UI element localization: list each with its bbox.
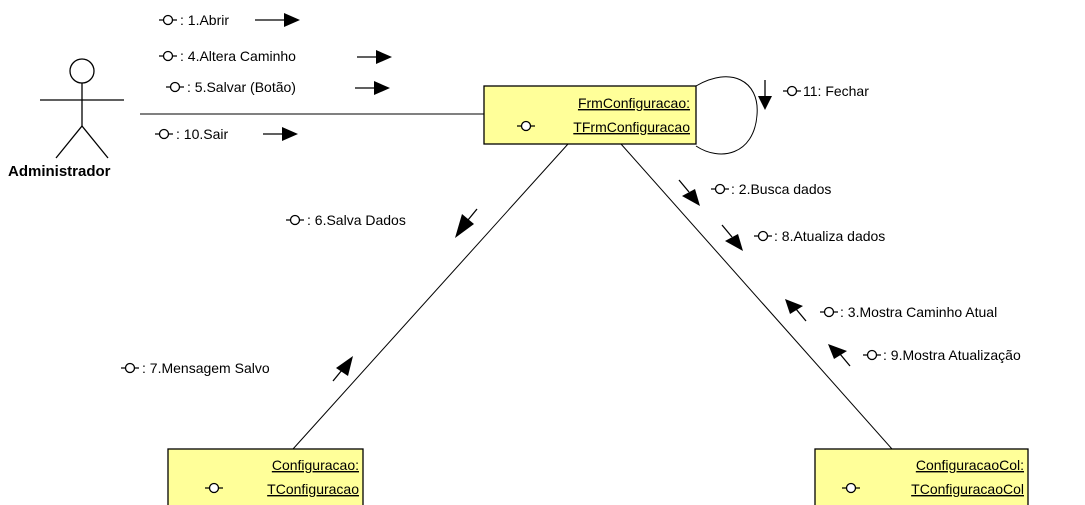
message-5-salvar: : 5.Salvar (Botão)	[165, 79, 390, 95]
message-8-atualiza-dados: : 8.Atualiza dados	[721, 224, 885, 251]
message-3-mostra-caminho-atual: : 3.Mostra Caminho Atual	[785, 299, 997, 322]
arrow-icon	[455, 208, 478, 238]
message-10-sair: : 10.Sair	[154, 126, 298, 142]
svg-text:: 4.Altera Caminho: : 4.Altera Caminho	[180, 48, 296, 64]
object-class: TFrmConfiguracao	[573, 119, 690, 135]
message-icon	[158, 50, 178, 62]
actor-name: Administrador	[8, 163, 111, 180]
message-icon	[165, 81, 185, 93]
message-4-altera-caminho: : 4.Altera Caminho	[158, 48, 392, 64]
svg-text:11: Fechar: 11: Fechar	[803, 83, 869, 99]
arrow-icon	[758, 80, 772, 110]
svg-text:: 6.Salva Dados: : 6.Salva Dados	[307, 212, 406, 228]
arrow-icon	[263, 127, 298, 141]
svg-text:: 8.Atualiza dados: : 8.Atualiza dados	[774, 228, 885, 244]
message-icon	[285, 214, 305, 226]
svg-text:: 2.Busca dados: : 2.Busca dados	[731, 181, 831, 197]
object-frmconfiguracao[interactable]: FrmConfiguracao: TFrmConfiguracao	[483, 85, 697, 145]
message-icon	[819, 306, 839, 318]
object-name: ConfiguracaoCol:	[916, 457, 1024, 473]
arrow-icon	[357, 50, 392, 64]
message-11-fechar: 11: Fechar	[758, 80, 869, 110]
actor-administrador: Administrador	[8, 58, 124, 180]
object-class: TConfiguracao	[267, 481, 359, 497]
object-configuracao[interactable]: Configuracao: TConfiguracao	[167, 448, 364, 505]
message-2-busca-dados: : 2.Busca dados	[678, 179, 831, 206]
arrow-icon	[255, 13, 300, 27]
message-6-salva-dados: : 6.Salva Dados	[285, 208, 478, 238]
message-1-abrir: : 1.Abrir	[158, 12, 300, 28]
link-frm-config	[292, 143, 569, 450]
svg-text:: 9.Mostra Atualização: : 9.Mostra Atualização	[883, 347, 1021, 363]
svg-text:: 5.Salvar (Botão): : 5.Salvar (Botão)	[187, 79, 296, 95]
message-icon	[158, 14, 178, 26]
message-icon	[154, 128, 174, 140]
message-icon	[782, 85, 802, 97]
arrow-icon	[355, 81, 390, 95]
object-configuracaocol[interactable]: ConfiguracaoCol: TConfiguracaoCol	[814, 448, 1029, 505]
message-icon	[710, 183, 730, 195]
object-class: TConfiguracaoCol	[911, 481, 1024, 497]
message-7-mensagem-salvo: : 7.Mensagem Salvo	[120, 356, 353, 382]
svg-text:: 7.Mensagem Salvo: : 7.Mensagem Salvo	[142, 360, 270, 376]
stick-figure-icon	[40, 58, 124, 159]
arrow-icon	[332, 356, 353, 382]
arrow-icon	[785, 299, 807, 322]
arrow-icon	[678, 179, 700, 206]
object-name: FrmConfiguracao:	[578, 95, 690, 111]
self-link-frm	[695, 76, 758, 155]
object-name: Configuracao:	[272, 457, 359, 473]
message-icon	[862, 349, 882, 361]
message-icon	[120, 362, 140, 374]
svg-text:: 3.Mostra Caminho Atual: : 3.Mostra Caminho Atual	[840, 304, 997, 320]
arrow-icon	[828, 344, 851, 367]
svg-text:: 1.Abrir: : 1.Abrir	[180, 12, 229, 28]
link-frm-col	[620, 143, 893, 450]
arrow-icon	[721, 224, 743, 251]
message-icon	[753, 230, 773, 242]
svg-text:: 10.Sair: : 10.Sair	[176, 126, 228, 142]
message-9-mostra-atualizacao: : 9.Mostra Atualização	[828, 344, 1021, 367]
